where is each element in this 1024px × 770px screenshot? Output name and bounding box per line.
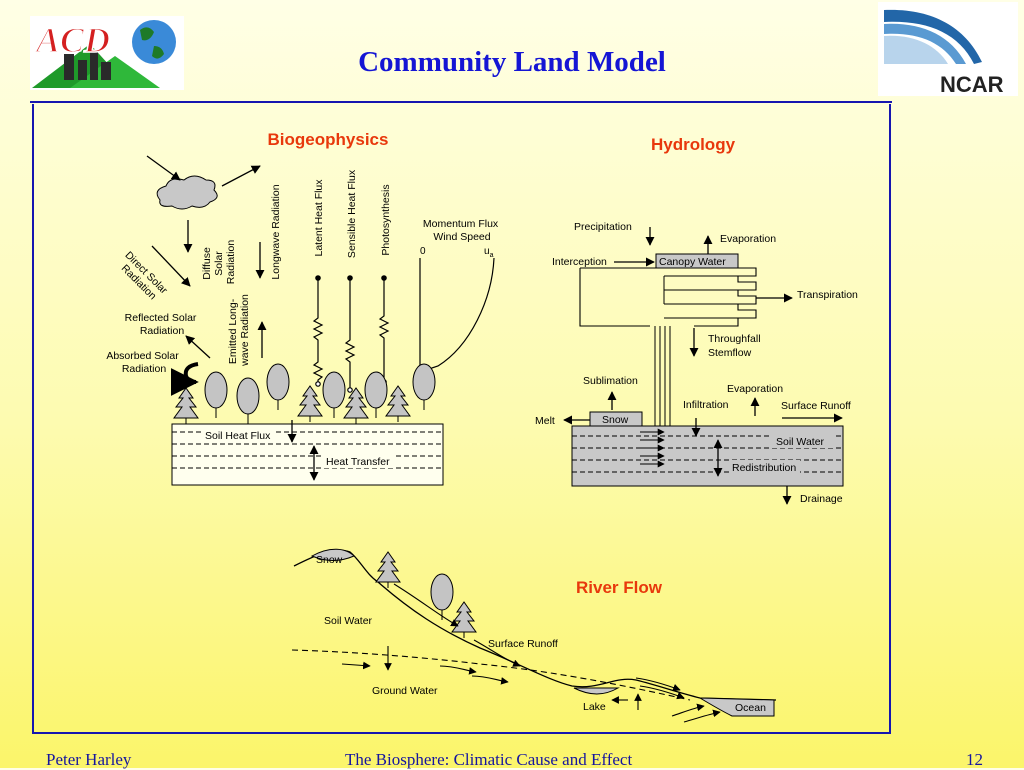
- canopy-water-box: [655, 253, 739, 269]
- photosynthesis-resistance-line: [378, 275, 390, 385]
- cloud-outgoing-arrow: [221, 165, 261, 187]
- soil-heat-flux-bg: [203, 428, 275, 442]
- soil-water-bg: [772, 434, 834, 448]
- reflected-solar-arrow: [185, 335, 211, 359]
- evaporation-ground-label: Evaporation: [727, 383, 783, 395]
- content-frame: [32, 104, 891, 734]
- axis-zero-label: 0: [420, 246, 426, 257]
- hydrology-soil-water-label: Soil Water: [776, 436, 825, 448]
- infiltration-arrows: [640, 428, 665, 468]
- evaporation-top-label: Evaporation: [720, 233, 776, 245]
- ocean-shape: [698, 697, 775, 717]
- precipitation-label: Precipitation: [574, 221, 632, 233]
- sublimation-label: Sublimation: [583, 375, 638, 387]
- cloud-icon: [156, 175, 218, 210]
- absorbed-solar-label: Absorbed Solar Radiation: [106, 350, 181, 375]
- footer-page-number: 12: [966, 750, 983, 769]
- emitted-longwave-label: Emitted Long- wave Radiation: [227, 294, 251, 367]
- redistribution-bg: [730, 460, 800, 474]
- river-flow-heading: River Flow: [576, 578, 663, 597]
- water-table-line: [291, 649, 691, 701]
- heat-transfer-label: Heat Transfer: [326, 456, 390, 468]
- river-soil-water-label: Soil Water: [324, 615, 373, 627]
- canopy-water-label: Canopy Water: [659, 256, 726, 268]
- soil-layer-lines: [172, 431, 443, 469]
- absorbed-arrow-icon: [170, 362, 199, 396]
- wind-profile-curve: [419, 257, 495, 373]
- biogeophysics-heading: Biogeophysics: [268, 130, 389, 149]
- transpiration-label: Transpiration: [797, 289, 858, 301]
- stem-pipes: [654, 326, 671, 426]
- acd-logo-text: ACD: [34, 20, 110, 60]
- incoming-solar-arrow: [146, 155, 181, 181]
- canopy-frame: [579, 267, 757, 327]
- groundwater-arrows: [341, 646, 509, 685]
- latent-heat-label: Latent Heat Flux: [313, 179, 325, 257]
- axis-u-label: ua: [484, 246, 494, 259]
- surface-flow-arrows: [393, 583, 685, 700]
- throughfall-label: Throughfall Stemflow: [708, 333, 763, 359]
- direct-solar-arrow: [151, 245, 191, 287]
- diffuse-solar-label: Diffuse Solar Radiation: [201, 240, 237, 285]
- infiltration-label: Infiltration: [683, 399, 729, 411]
- canopy-trees: [173, 363, 436, 425]
- heat-transfer-bg: [324, 454, 396, 468]
- drainage-label: Drainage: [800, 493, 843, 505]
- interception-label: Interception: [552, 256, 607, 268]
- ocean-inflow-arrows: [671, 703, 721, 723]
- footer-course-title: The Biosphere: Climatic Cause and Effect: [345, 750, 633, 769]
- snow-patch: [310, 548, 355, 561]
- ground-water-label: Ground Water: [372, 685, 438, 697]
- sensible-resistance-line: [344, 275, 356, 393]
- river-snow-label: Snow: [316, 554, 343, 566]
- footer-author: Peter Harley: [46, 750, 132, 769]
- ncar-logo-text: NCAR: [940, 72, 1004, 96]
- title-divider: [30, 101, 892, 103]
- melt-label: Melt: [535, 415, 555, 427]
- ocean-label: Ocean: [735, 702, 766, 714]
- latent-resistance-line: [312, 275, 324, 387]
- slope-trees: [375, 551, 477, 639]
- acd-logo: ACD: [30, 16, 184, 90]
- momentum-label: Momentum Flux Wind Speed: [423, 218, 501, 243]
- hydrology-heading: Hydrology: [651, 135, 736, 154]
- river-surface-runoff-label: Surface Runoff: [488, 638, 558, 650]
- snow-label: Snow: [602, 414, 629, 426]
- ncar-logo: NCAR: [878, 2, 1018, 96]
- page-title: Community Land Model: [358, 46, 666, 78]
- reflected-solar-label: Reflected Solar Radiation: [125, 312, 200, 337]
- redistribution-label: Redistribution: [732, 462, 796, 474]
- soil-heat-flux-label: Soil Heat Flux: [205, 430, 271, 442]
- lake-shape: [573, 687, 620, 695]
- lake-label: Lake: [583, 701, 606, 713]
- sensible-heat-label: Sensible Heat Flux: [346, 169, 358, 258]
- longwave-label: Longwave Radiation: [270, 184, 282, 279]
- photosynthesis-label: Photosynthesis: [380, 184, 392, 255]
- surface-runoff-label: Surface Runoff: [781, 400, 851, 412]
